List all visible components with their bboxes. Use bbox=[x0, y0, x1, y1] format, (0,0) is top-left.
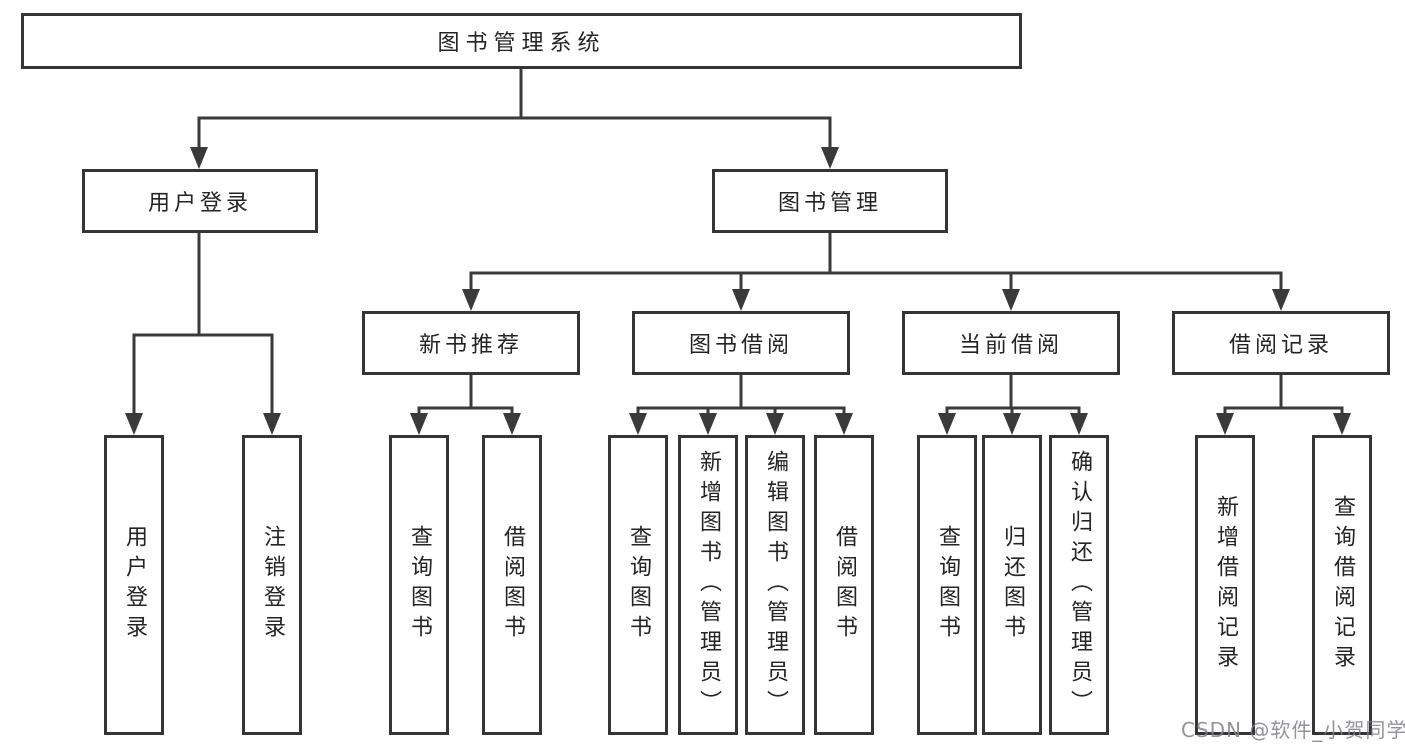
connector-lines bbox=[1223, 375, 1344, 413]
leaf-query-books-recommend: 查询图书 bbox=[389, 435, 449, 735]
leaf-add-book-admin: 新增图书（管理员） bbox=[678, 435, 738, 735]
node-label: 借阅图书 bbox=[500, 525, 525, 645]
node-label: 归还图书 bbox=[1000, 525, 1025, 645]
arrowheads bbox=[938, 413, 1088, 435]
connector-book-management-to-level3 bbox=[462, 233, 1290, 311]
leaf-edit-book-admin: 编辑图书（管理员） bbox=[745, 435, 805, 735]
leaf-logout: 注销登录 bbox=[242, 435, 302, 735]
node-label: 用户登录 bbox=[122, 525, 147, 645]
connector-lines bbox=[197, 69, 832, 147]
leaf-borrow-books-borrow: 借阅图书 bbox=[814, 435, 874, 735]
node-label: 编辑图书（管理员） bbox=[763, 450, 788, 720]
leaf-query-books-current: 查询图书 bbox=[917, 435, 977, 735]
node-new-book-recommend: 新书推荐 bbox=[362, 311, 580, 375]
leaf-query-borrow-record: 查询借阅记录 bbox=[1312, 435, 1372, 735]
node-label: 用户登录 bbox=[147, 191, 252, 216]
connector-user-login-to-leaves bbox=[125, 233, 281, 435]
node-label: 新书推荐 bbox=[418, 333, 523, 358]
leaf-query-books-borrow: 查询图书 bbox=[608, 435, 668, 735]
arrowheads bbox=[462, 289, 1290, 311]
leaf-return-book: 归还图书 bbox=[982, 435, 1042, 735]
connector-lines bbox=[636, 375, 846, 413]
node-label: 图书借阅 bbox=[688, 333, 793, 358]
arrowheads bbox=[125, 413, 281, 435]
leaf-add-borrow-record: 新增借阅记录 bbox=[1195, 435, 1255, 735]
node-label: 查询图书 bbox=[626, 525, 651, 645]
leaf-user-login: 用户登录 bbox=[104, 435, 164, 735]
node-label: 查询借阅记录 bbox=[1330, 495, 1355, 675]
connector-lines bbox=[469, 233, 1283, 291]
node-label: 借阅记录 bbox=[1228, 333, 1333, 358]
node-label: 当前借阅 bbox=[958, 333, 1063, 358]
node-label: 查询图书 bbox=[407, 525, 432, 645]
connector-lines bbox=[132, 233, 274, 413]
connector-root-to-level2 bbox=[190, 69, 839, 169]
node-user-login: 用户登录 bbox=[82, 169, 318, 233]
node-label: 新增借阅记录 bbox=[1213, 495, 1238, 675]
node-label: 查询图书 bbox=[935, 525, 960, 645]
node-book-management: 图书管理 bbox=[712, 169, 948, 233]
connector-new-book-recommend-to-leaves bbox=[410, 375, 521, 435]
arrowheads bbox=[629, 413, 853, 435]
arrowheads bbox=[1216, 413, 1351, 435]
node-borrow-records: 借阅记录 bbox=[1172, 311, 1390, 375]
node-label: 确认归还（管理员） bbox=[1067, 450, 1092, 720]
connector-book-borrow-to-leaves bbox=[629, 375, 853, 435]
connector-lines bbox=[417, 375, 514, 413]
leaf-borrow-books-recommend: 借阅图书 bbox=[482, 435, 542, 735]
leaf-confirm-return-admin: 确认归还（管理员） bbox=[1049, 435, 1109, 735]
node-label: 新增图书（管理员） bbox=[696, 450, 721, 720]
connector-current-borrow-to-leaves bbox=[938, 375, 1088, 435]
connector-borrow-records-to-leaves bbox=[1216, 375, 1351, 435]
connector-lines bbox=[945, 375, 1081, 413]
arrowheads bbox=[410, 413, 521, 435]
node-current-borrow: 当前借阅 bbox=[902, 311, 1120, 375]
node-label: 借阅图书 bbox=[832, 525, 857, 645]
arrowheads bbox=[190, 147, 839, 169]
csdn-watermark: CSDN @软件_小贺同学 bbox=[1181, 718, 1405, 742]
node-label: 图书管理系统 bbox=[437, 31, 606, 56]
node-book-borrow: 图书借阅 bbox=[632, 311, 850, 375]
node-root-book-management-system: 图书管理系统 bbox=[21, 13, 1022, 69]
node-label: 注销登录 bbox=[260, 525, 285, 645]
node-label: 图书管理 bbox=[777, 191, 882, 216]
